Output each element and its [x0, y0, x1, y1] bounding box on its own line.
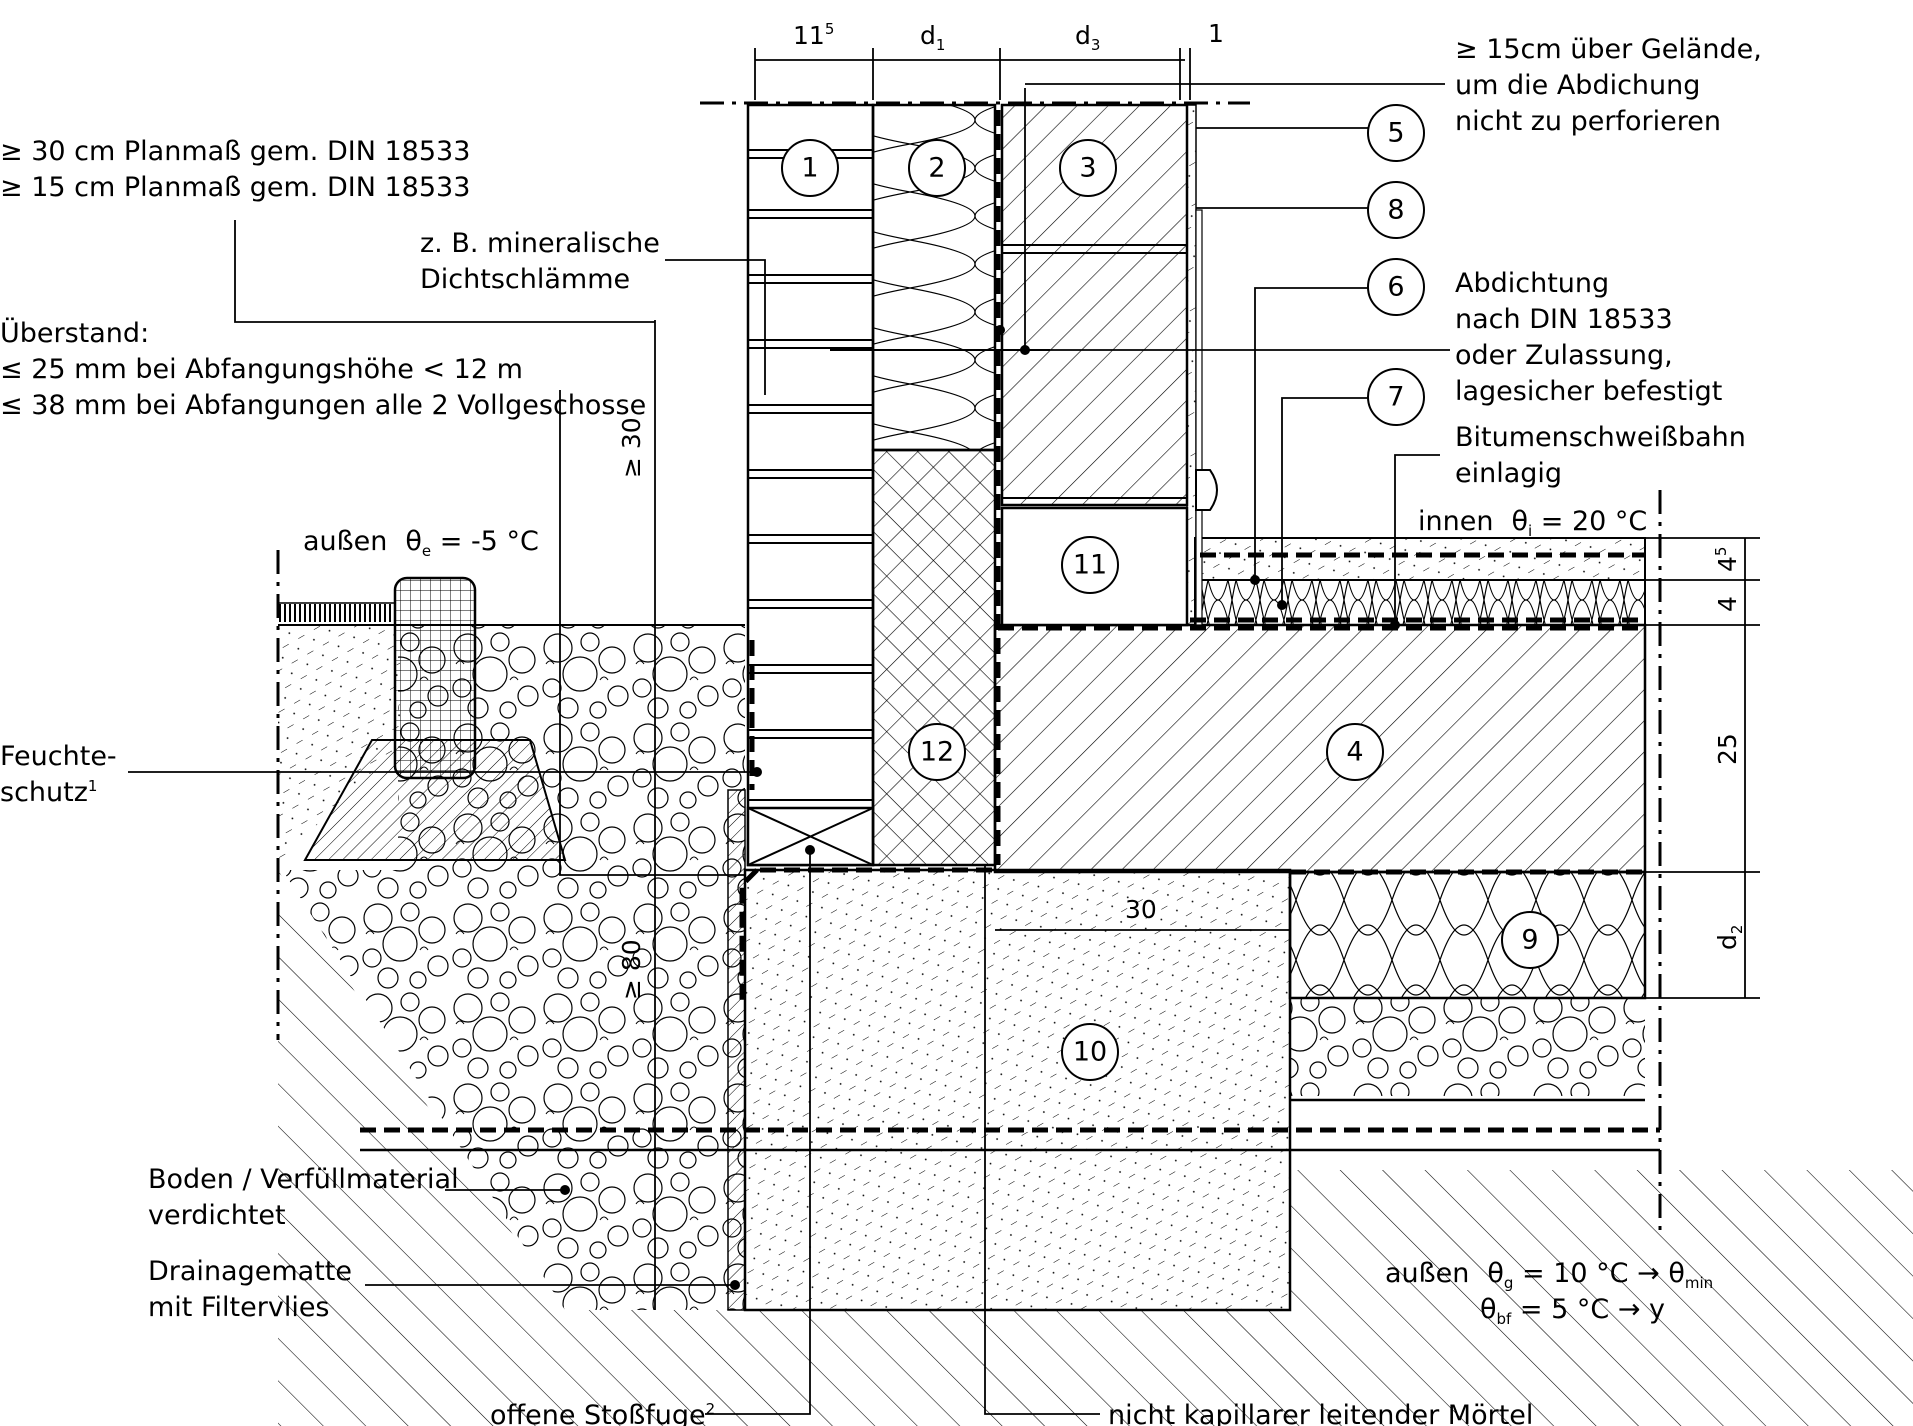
- ueberstand-text-1: ≤ 25 mm bei Abfangungshöhe < 12 m: [0, 354, 523, 385]
- topsoil: [278, 602, 745, 870]
- waterproofing-lines: [360, 110, 1660, 1133]
- leader-dots: [560, 325, 1400, 1290]
- dim-top-d3: d3: [1075, 21, 1100, 54]
- leader-lines: [128, 83, 1450, 1415]
- stossfuge-text: offene Stoßfuge2: [490, 1400, 715, 1426]
- abdichtung-text-4: lagesicher befestigt: [1455, 376, 1722, 407]
- svg-text:5: 5: [1387, 118, 1404, 149]
- bitumen-text-1: Bitumenschweißbahn: [1455, 422, 1746, 453]
- cut-lines: [276, 101, 1662, 1230]
- dim-ge30: ≥ 30: [617, 417, 646, 478]
- marker-1: 1: [781, 139, 839, 197]
- dim-right-d2: d2: [1713, 925, 1746, 950]
- svg-text:7: 7: [1387, 382, 1404, 413]
- moertel-text: nicht kapillarer leitender Mörtel: [1108, 1400, 1533, 1426]
- dim-top-brick: 115: [793, 20, 834, 50]
- skirting-board: [1195, 469, 1218, 511]
- svg-text:1: 1: [801, 153, 818, 184]
- gelaende-text-3: nicht zu perforieren: [1455, 106, 1721, 137]
- dichtschlaemme-text-2: Dichtschlämme: [420, 264, 630, 295]
- svg-text:8: 8: [1387, 195, 1404, 226]
- theta-bf-line: θbf = 5 °C → y: [1480, 1294, 1665, 1328]
- svg-text:4: 4: [1346, 737, 1363, 768]
- ground-soil: [278, 870, 1913, 1426]
- svg-text:12: 12: [920, 737, 954, 768]
- bitumen-text-2: einlagig: [1455, 458, 1562, 489]
- gelaende-text-2: um die Abdichung: [1455, 70, 1700, 101]
- drainage-mat: [727, 789, 746, 1311]
- svg-text:6: 6: [1387, 272, 1404, 303]
- ground-slab: [993, 623, 1647, 874]
- facing-brick-wall: [746, 103, 875, 867]
- svg-text:9: 9: [1521, 925, 1538, 956]
- svg-text:11: 11: [1073, 550, 1107, 581]
- abdichtung-text-3: oder Zulassung,: [1455, 340, 1673, 371]
- perimeter-insulation: [871, 448, 997, 867]
- planmass-text-2: ≥ 15 cm Planmaß gem. DIN 18533: [0, 172, 470, 203]
- marker-4: 4: [1326, 723, 1384, 781]
- drainage-text-1: Drainagematte: [148, 1256, 352, 1287]
- marker-5: 5: [1367, 104, 1425, 162]
- dimension-lines: [654, 48, 1760, 1310]
- marker-11: 11: [1061, 536, 1119, 594]
- under-slab-insulation: [1288, 870, 1647, 1000]
- feuchteschutz-text-2: schutz1: [0, 777, 97, 808]
- marker-2: 2: [908, 139, 966, 197]
- drainage-text-2: mit Filtervlies: [148, 1292, 330, 1323]
- dim-slab-30: 30: [1125, 895, 1157, 924]
- dim-right-25: 25: [1713, 733, 1742, 765]
- svg-text:10: 10: [1073, 1037, 1107, 1068]
- feuchteschutz-text-1: Feuchte-: [0, 741, 117, 772]
- svg-text:2: 2: [928, 153, 945, 184]
- dim-top-gap: 1: [1208, 19, 1224, 48]
- planmass-text-1: ≥ 30 cm Planmaß gem. DIN 18533: [0, 136, 470, 167]
- marker-7: 7: [1367, 368, 1425, 426]
- marker-9: 9: [1501, 911, 1559, 969]
- marker-3: 3: [1059, 139, 1117, 197]
- dim-right-4: 4: [1713, 596, 1742, 612]
- ueberstand-text-2: ≤ 38 mm bei Abfangungen alle 2 Vollgesch…: [0, 390, 646, 421]
- gelaende-text-1: ≥ 15cm über Gelände,: [1455, 34, 1762, 65]
- dim-top-d1: d1: [920, 21, 945, 54]
- strip-foundation: [743, 868, 1292, 1312]
- floor-buildup: [1194, 537, 1646, 626]
- ueberstand-title: Überstand:: [0, 317, 149, 349]
- abdichtung-text-1: Abdichtung: [1455, 268, 1609, 299]
- dichtschlaemme-text-1: z. B. mineralische: [420, 228, 660, 259]
- curb-stone: [303, 576, 567, 861]
- marker-12: 12: [908, 723, 966, 781]
- boden-text-1: Boden / Verfüllmaterial: [148, 1164, 459, 1195]
- interior-plaster: [1186, 104, 1203, 626]
- dim-right-45: 45: [1712, 547, 1742, 572]
- marker-6: 6: [1367, 258, 1425, 316]
- abdichtung-text-2: nach DIN 18533: [1455, 304, 1673, 335]
- marker-10: 10: [1061, 1023, 1119, 1081]
- svg-text:3: 3: [1079, 153, 1096, 184]
- marker-8: 8: [1367, 181, 1425, 239]
- boden-text-2: verdichtet: [148, 1200, 286, 1231]
- dim-ge80: ≥ 80: [617, 939, 646, 1000]
